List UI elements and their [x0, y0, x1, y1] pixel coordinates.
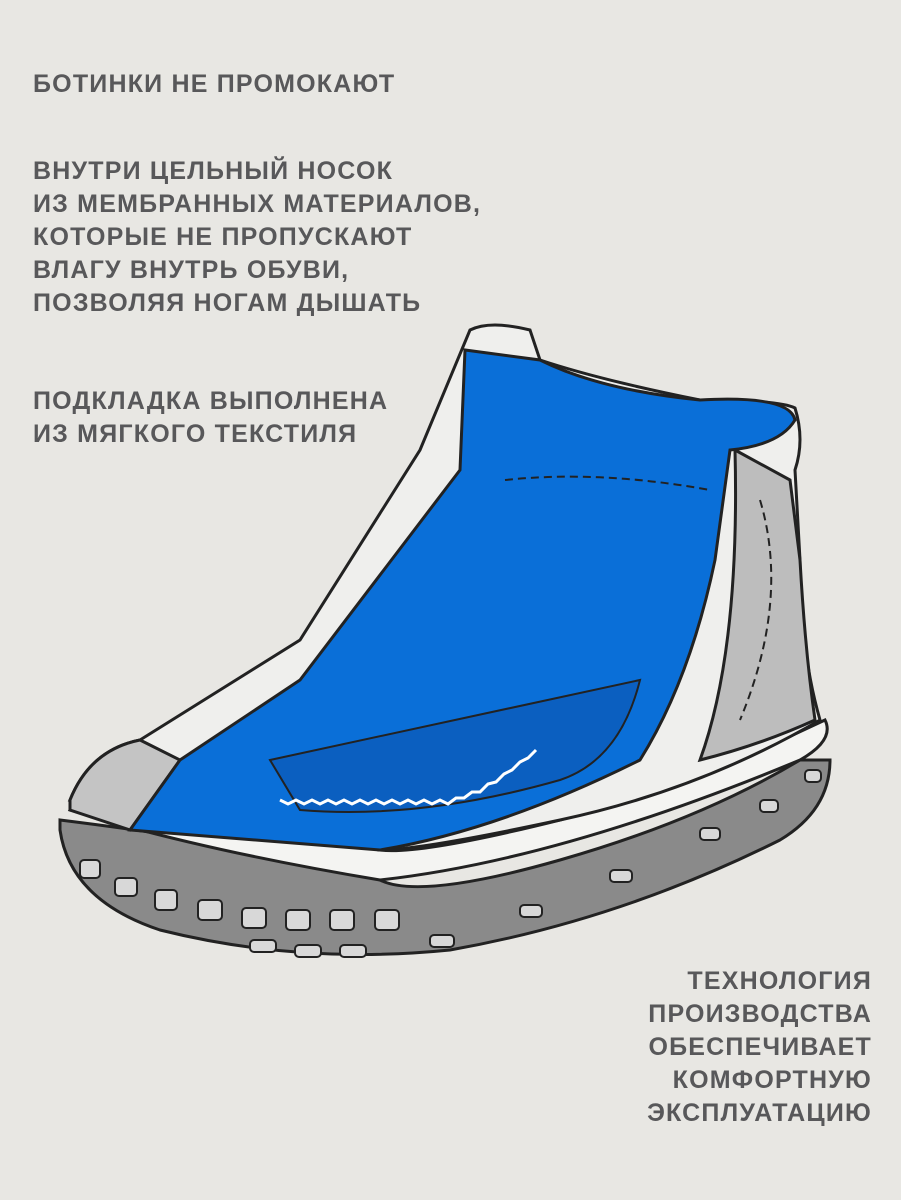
boot-toe-panel [68, 738, 183, 832]
membrane-line: ИЗ МЕМБРАННЫХ МАТЕРИАЛОВ, [33, 190, 482, 218]
membrane-line: КОТОРЫЕ НЕ ПРОПУСКАЮТ [33, 223, 413, 251]
technology-line: ОБЕСПЕЧИВАЕТ [648, 1033, 872, 1061]
membrane-line: ВНУТРИ ЦЕЛЬНЫЙ НОСОК [33, 157, 394, 185]
technology-line: ПРОИЗВОДСТВА [648, 1000, 872, 1028]
technology-line: ЭКСПЛУАТАЦИЮ [647, 1099, 872, 1127]
boot-tongue-shade [268, 678, 642, 813]
lining-text: ПОДКЛАДКА ВЫПОЛНЕНА ИЗ МЯГКОГО ТЕКСТИЛЯ [33, 385, 388, 451]
lining-line: ИЗ МЯГКОГО ТЕКСТИЛЯ [33, 420, 358, 448]
boot-lining [127, 348, 797, 852]
technology-line: ТЕХНОЛОГИЯ [687, 967, 872, 995]
membrane-line: ПОЗВОЛЯЯ НОГАМ ДЫШАТЬ [33, 289, 422, 317]
headline: БОТИНКИ НЕ ПРОМОКАЮТ [33, 70, 396, 98]
boot-heel-panel [697, 447, 817, 763]
technology-line: КОМФОРТНУЮ [672, 1066, 872, 1094]
zigzag-stitch [279, 748, 538, 806]
membrane-text: ВНУТРИ ЦЕЛЬНЫЙ НОСОК ИЗ МЕМБРАННЫХ МАТЕР… [33, 155, 481, 320]
membrane-line: ВЛАГУ ВНУТРЬ ОБУВИ, [33, 256, 350, 284]
dashed-seam [504, 475, 711, 491]
dashed-seam-heel [739, 499, 773, 721]
technology-text: ТЕХНОЛОГИЯ ПРОИЗВОДСТВА ОБЕСПЕЧИВАЕТ КОМ… [647, 965, 872, 1130]
lining-line: ПОДКЛАДКА ВЫПОЛНЕНА [33, 387, 389, 415]
sole-studs [79, 769, 822, 958]
